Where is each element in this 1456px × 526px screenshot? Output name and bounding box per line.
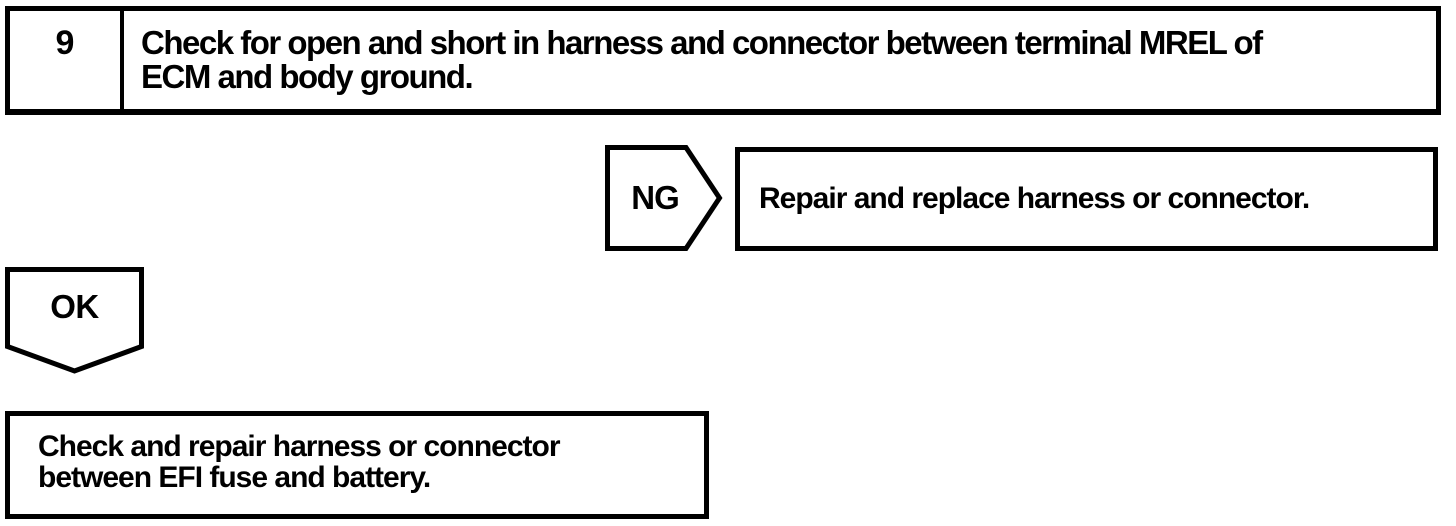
ok-branch-shape: OK xyxy=(5,267,144,374)
step-instruction-line-1: Check for open and short in harness and … xyxy=(141,24,1263,61)
ng-branch-shape: NG xyxy=(605,145,723,251)
ok-result-line-1: Check and repair harness or connector xyxy=(38,430,561,463)
step-box: 9 Check for open and short in harness an… xyxy=(5,6,1441,115)
step-instruction-line-2: ECM and body ground. xyxy=(141,58,474,95)
ok-pentagon-outline xyxy=(5,267,144,374)
ng-result-text: Repair and replace harness or connector. xyxy=(759,182,1310,215)
ok-result-line-2: between EFI fuse and battery. xyxy=(38,461,431,494)
ng-label: NG xyxy=(631,179,680,216)
ok-result-box: Check and repair harness or connector be… xyxy=(5,411,709,519)
ng-pentagon-outline xyxy=(605,145,723,251)
step-number: 9 xyxy=(10,11,124,109)
ng-result-box: Repair and replace harness or connector. xyxy=(735,147,1438,251)
step-instruction: Check for open and short in harness and … xyxy=(124,11,1276,109)
ok-label: OK xyxy=(50,288,99,325)
